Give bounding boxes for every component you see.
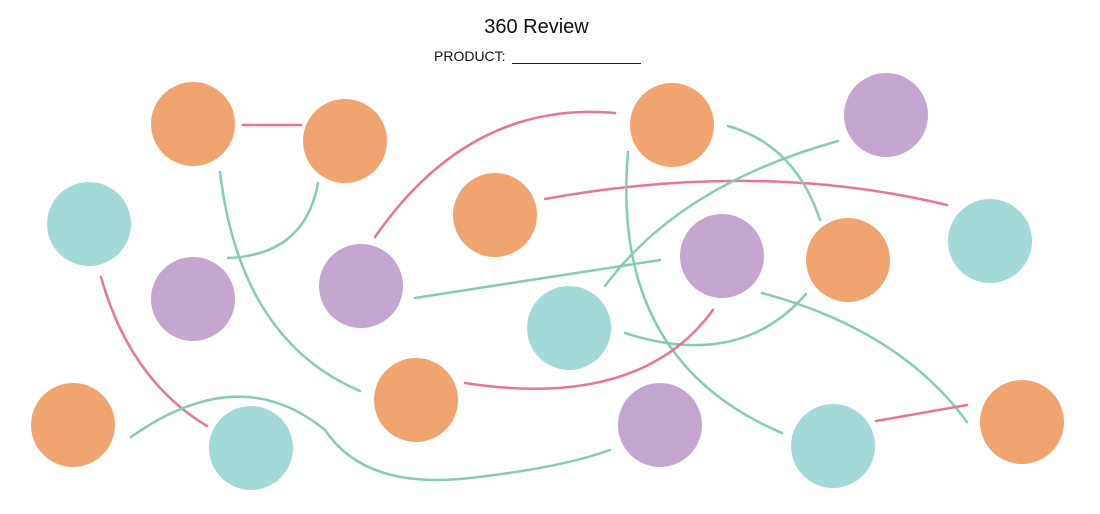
node-orange [31,383,115,467]
connector-line [99,275,209,428]
product-label: PRODUCT: [434,48,506,64]
connector-line [625,150,784,435]
connector-line [373,110,617,239]
node-purple [618,383,702,467]
node-orange [453,173,537,257]
node-teal [791,404,875,488]
node-orange [980,380,1064,464]
node-orange [303,99,387,183]
node-orange [151,82,235,166]
connector-line [623,292,808,347]
page-title: 360 Review [484,16,589,38]
connector-line [760,291,969,424]
node-teal [209,406,293,490]
product-blank-line[interactable] [511,49,641,64]
node-purple [844,73,928,157]
node-purple [680,214,764,298]
connector-line [413,258,662,300]
node-orange [630,83,714,167]
connector-line [726,124,822,222]
node-teal [47,182,131,266]
product-field: PRODUCT: [434,48,641,64]
connector-line [218,170,362,393]
node-orange [374,358,458,442]
connector-line [543,179,949,207]
connector-line [874,403,969,423]
connector-line [129,395,612,482]
connector-line [463,308,715,390]
node-purple [319,244,403,328]
connector-line [603,139,840,288]
node-teal [527,286,611,370]
node-orange [806,218,890,302]
connector-line [226,181,320,260]
node-purple [151,257,235,341]
node-teal [948,199,1032,283]
